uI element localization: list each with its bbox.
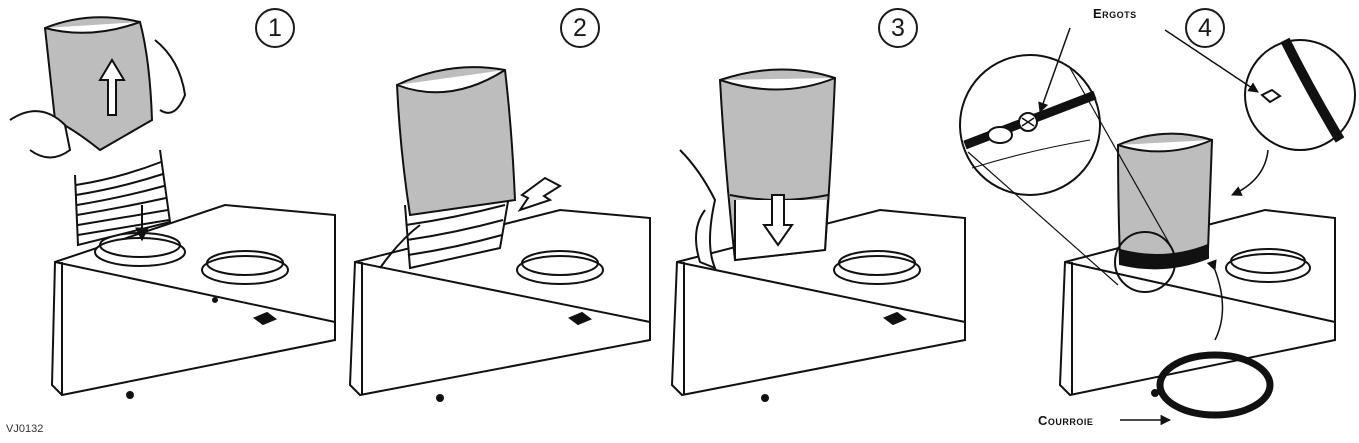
panel-step-1	[9, 16, 336, 399]
filter-bag	[395, 66, 517, 217]
collar-right	[833, 255, 921, 285]
collar-right	[201, 255, 289, 285]
label-strap: Courroie	[1038, 413, 1094, 428]
arrow-up-white	[98, 58, 126, 116]
hand	[679, 149, 717, 270]
panel-step-4	[959, 27, 1356, 426]
collar-right	[1225, 253, 1311, 283]
step-number-3: 3	[878, 8, 918, 48]
reference-code: VJ0132	[6, 423, 44, 435]
label-lugs: Ergots	[1093, 6, 1137, 21]
bellows	[74, 149, 172, 247]
lug-right	[1260, 88, 1282, 104]
cord	[379, 224, 421, 269]
latch	[253, 311, 277, 326]
step-number-2: 2	[560, 8, 600, 48]
unit-screw	[126, 391, 134, 399]
hand-right	[154, 39, 187, 114]
step-number-4: 4	[1185, 8, 1225, 48]
panel-step-2	[348, 66, 651, 402]
zoom-circle-small	[1114, 231, 1176, 293]
strap-loose	[1156, 351, 1274, 419]
filter-bag	[43, 16, 154, 152]
step-number-1: 1	[255, 8, 295, 48]
panel-step-3	[670, 68, 966, 402]
arrow-left-white	[517, 176, 562, 212]
hand-left	[9, 110, 72, 159]
collar-right	[516, 255, 604, 285]
filter-bag	[1116, 132, 1214, 264]
strap-on-filter	[1119, 243, 1209, 270]
arrow-down-white	[762, 194, 794, 247]
